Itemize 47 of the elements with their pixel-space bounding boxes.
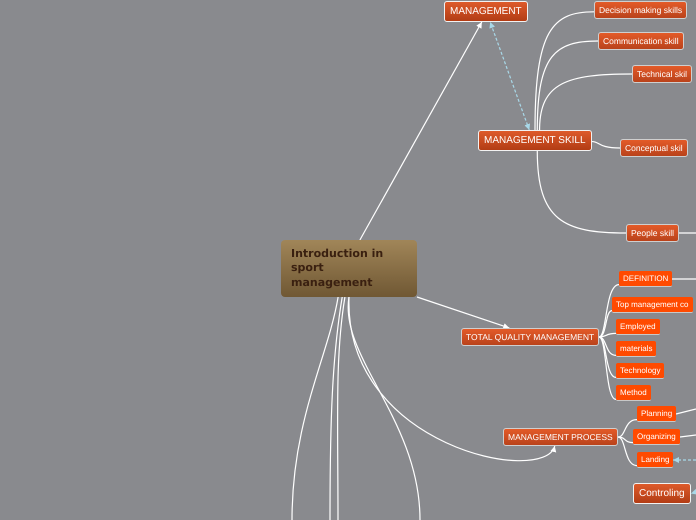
connector-line bbox=[598, 336, 616, 378]
topic-box: MANAGEMENT bbox=[444, 1, 528, 22]
topic-box: Decision making skills bbox=[594, 1, 688, 19]
connector-line bbox=[618, 436, 638, 466]
connector-line bbox=[598, 310, 612, 338]
subtopic-box: Planning bbox=[637, 406, 676, 422]
connector-line bbox=[679, 232, 696, 234]
connector-line bbox=[672, 278, 696, 280]
dashed-arrow bbox=[489, 22, 530, 130]
connector-line bbox=[536, 150, 626, 234]
connector-line bbox=[291, 296, 339, 520]
connector-line bbox=[598, 284, 620, 338]
subtopic-box: Top management co bbox=[612, 297, 692, 313]
connector-line bbox=[592, 140, 620, 149]
topic-box: Controling bbox=[633, 483, 691, 504]
connector-line bbox=[598, 332, 616, 338]
connector-line bbox=[676, 408, 696, 415]
topic-box: Technical skil bbox=[632, 65, 692, 83]
topic-box: People skill bbox=[626, 224, 679, 242]
subtopic-box: Method bbox=[616, 385, 651, 401]
central-topic-box: Introduction in sport management bbox=[281, 240, 417, 297]
connector-line bbox=[680, 434, 696, 438]
connector-line bbox=[534, 11, 594, 130]
connector-line bbox=[348, 296, 421, 520]
arrow bbox=[416, 296, 510, 329]
topic-box: MANAGEMENT PROCESS bbox=[503, 428, 618, 446]
topic-box: Conceptual skil bbox=[620, 139, 688, 157]
connector-line bbox=[336, 296, 346, 520]
connector-line bbox=[598, 336, 616, 400]
dashed-arrow bbox=[690, 488, 696, 495]
subtopic-box: Technology bbox=[616, 363, 664, 379]
subtopic-box: DEFINITION bbox=[619, 271, 672, 287]
topic-box: TOTAL QUALITY MANAGEMENT bbox=[461, 328, 600, 346]
connector-line bbox=[538, 73, 632, 130]
connector-line bbox=[618, 419, 638, 438]
subtopic-box: Organizing bbox=[633, 429, 680, 445]
subtopic-box: materials bbox=[616, 341, 656, 357]
dashed-arrow bbox=[673, 457, 696, 463]
topic-box: MANAGEMENT SKILL bbox=[478, 130, 592, 151]
connector-line bbox=[536, 40, 598, 130]
arrow bbox=[359, 22, 482, 240]
connector-line bbox=[329, 296, 343, 520]
subtopic-box: Landing bbox=[637, 452, 674, 468]
topic-box: Communication skill bbox=[598, 32, 684, 50]
subtopic-box: Employed bbox=[616, 319, 660, 335]
connector-line bbox=[598, 336, 616, 356]
connector-line bbox=[618, 436, 634, 444]
